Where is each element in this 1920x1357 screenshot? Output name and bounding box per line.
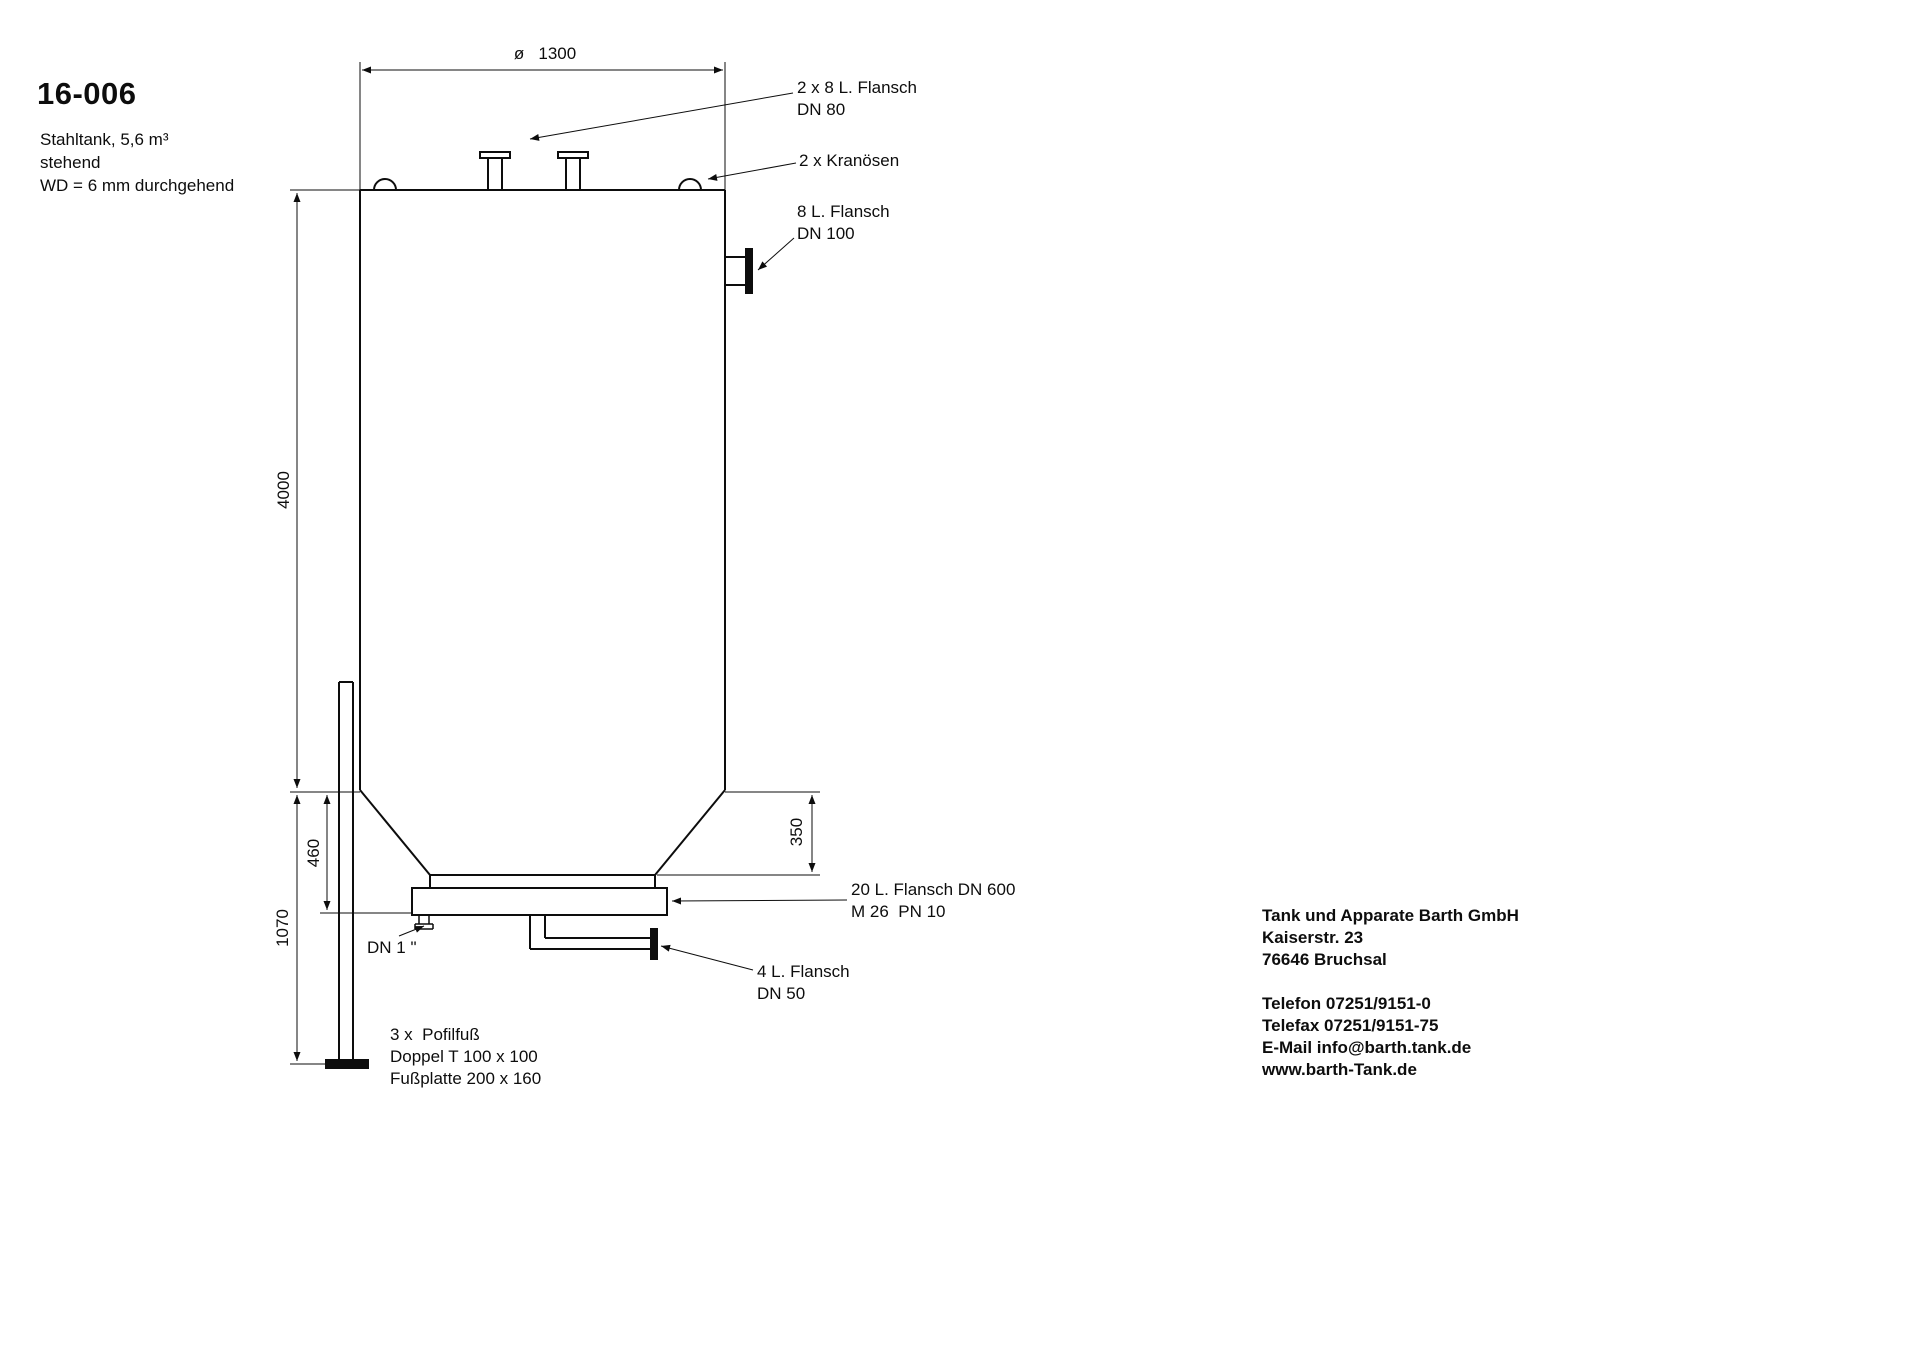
company-phone: Telefon 07251/9151-0 bbox=[1262, 994, 1431, 1013]
dim-base-height: 1070 bbox=[273, 909, 292, 947]
callout-bottom-flange-line1: 20 L. Flansch DN 600 bbox=[851, 880, 1016, 899]
company-name: Tank und Apparate Barth GmbH bbox=[1262, 906, 1519, 925]
spec-block: Stahltank, 5,6 m³ stehend WD = 6 mm durc… bbox=[40, 128, 234, 197]
callout-lifting-lugs-line1: 2 x Kranösen bbox=[799, 151, 900, 170]
company-street: Kaiserstr. 23 bbox=[1262, 928, 1364, 947]
callout-dn1: DN 1 " bbox=[367, 937, 417, 959]
callout-drain-flange-line1: 4 L. Flansch bbox=[757, 962, 850, 981]
flange-neck bbox=[429, 875, 656, 889]
spec-line-material: Stahltank, 5,6 m³ bbox=[40, 130, 169, 149]
lifting-lug-left bbox=[373, 178, 397, 191]
callout-feet-line2: Doppel T 100 x 100 bbox=[390, 1047, 538, 1066]
callout-top-flange-line2: DN 80 bbox=[797, 100, 846, 119]
leader-drain-flange bbox=[660, 944, 754, 971]
callout-bottom-flange-line2: M 26 PN 10 bbox=[851, 902, 946, 921]
callout-side-flange-line1: 8 L. Flansch bbox=[797, 202, 890, 221]
spec-line-wall: WD = 6 mm durchgehend bbox=[40, 176, 235, 195]
dimension-lines bbox=[293, 66, 816, 1061]
company-website: www.barth-Tank.de bbox=[1262, 1060, 1417, 1079]
leader-bottom-flange bbox=[671, 897, 848, 905]
dim-body-height: 4000 bbox=[274, 471, 293, 509]
leader-dn1 bbox=[398, 925, 425, 937]
callout-feet: 3 x Pofilfuß Doppel T 100 x 100 Fußplatt… bbox=[390, 1024, 541, 1090]
company-city: 76646 Bruchsal bbox=[1262, 950, 1387, 969]
leader-lines bbox=[398, 92, 848, 971]
dim-lower-height: 460 bbox=[304, 838, 323, 868]
leader-top-flange bbox=[529, 92, 794, 141]
leader-lifting-lugs bbox=[707, 162, 797, 181]
tank-cone bbox=[359, 789, 726, 876]
callout-feet-line3: Fußplatte 200 x 160 bbox=[390, 1069, 542, 1088]
company-block: Tank und Apparate Barth GmbH Kaiserstr. … bbox=[1262, 905, 1519, 1081]
callout-top-flange-line1: 2 x 8 L. Flansch bbox=[797, 78, 918, 97]
top-nozzle-2 bbox=[557, 151, 589, 190]
dim-diameter: ø 1300 bbox=[513, 44, 577, 63]
top-nozzle-1 bbox=[479, 151, 511, 190]
callout-drain-flange-line2: DN 50 bbox=[757, 984, 806, 1003]
callout-bottom-flange: 20 L. Flansch DN 600 M 26 PN 10 bbox=[851, 879, 1015, 923]
company-email: E-Mail info@barth.tank.de bbox=[1262, 1038, 1472, 1057]
callout-top-flange: 2 x 8 L. Flansch DN 80 bbox=[797, 77, 917, 121]
extension-lines bbox=[290, 62, 820, 1065]
lifting-lug-right bbox=[678, 178, 702, 191]
callout-side-flange-line2: DN 100 bbox=[797, 224, 855, 243]
side-nozzle-dn100 bbox=[725, 248, 753, 294]
leader-side-flange bbox=[757, 237, 795, 271]
drawing-number: 16-006 bbox=[37, 76, 137, 111]
support-leg bbox=[325, 681, 369, 1069]
drain-pipe-dn50 bbox=[529, 915, 658, 960]
dim-cone-height: 350 bbox=[787, 817, 806, 847]
bottom-flange-dn600 bbox=[411, 887, 668, 916]
callout-drain-flange: 4 L. Flansch DN 50 bbox=[757, 961, 850, 1005]
company-gap bbox=[1262, 971, 1519, 993]
spec-line-orientation: stehend bbox=[40, 153, 101, 172]
dn1-nozzle bbox=[414, 915, 434, 930]
callout-dn1-line1: DN 1 " bbox=[367, 938, 417, 957]
callout-side-flange: 8 L. Flansch DN 100 bbox=[797, 201, 890, 245]
tank-body bbox=[325, 151, 753, 1069]
company-fax: Telefax 07251/9151-75 bbox=[1262, 1016, 1439, 1035]
callout-feet-line1: 3 x Pofilfuß bbox=[390, 1025, 480, 1044]
callout-lifting-lugs: 2 x Kranösen bbox=[799, 150, 899, 172]
